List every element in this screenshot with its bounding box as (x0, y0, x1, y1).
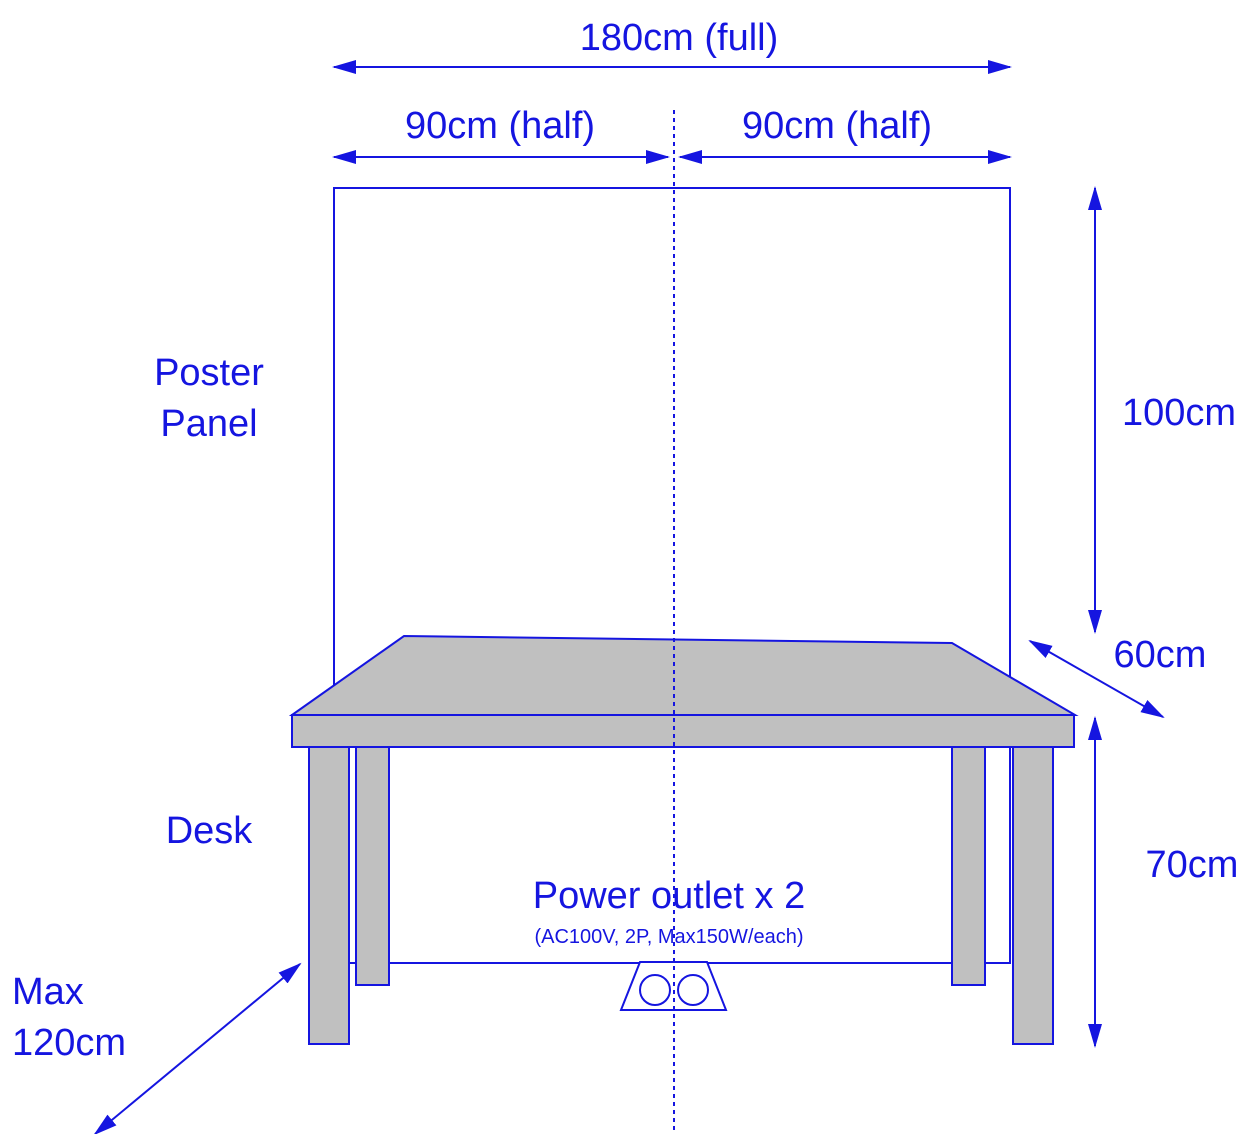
desk-front-leg-left (308, 746, 350, 1045)
full-width-label: 180cm (full) (580, 17, 779, 59)
desk-height-label: 70cm (1146, 844, 1239, 886)
desk-front-leg-right (1012, 746, 1054, 1045)
desk-back-leg-right (951, 746, 986, 986)
power-spec-label: (AC100V, 2P, Max150W/each) (534, 926, 803, 948)
desk-label: Desk (166, 810, 254, 852)
half-right-label: 90cm (half) (742, 105, 932, 147)
poster-panel (333, 187, 1011, 964)
desk-depth-label: 60cm (1114, 634, 1207, 676)
max-depth-arrow (93, 962, 302, 1134)
desk-top-surface (288, 634, 1079, 716)
half-left-label: 90cm (half) (405, 105, 595, 147)
desk-back-leg-left (355, 746, 390, 986)
desk-depth-arrow (1028, 640, 1165, 718)
desk-top-edge (291, 714, 1075, 748)
max-depth-label-line1: Max (12, 971, 84, 1013)
panel-height-label: 100cm (1122, 392, 1236, 434)
poster-panel-label-line2: Panel (160, 403, 257, 445)
power-outlet-label: Power outlet x 2 (533, 875, 805, 917)
max-depth-label-line2: 120cm (12, 1022, 126, 1064)
power-outlet-socket-right (677, 974, 709, 1006)
poster-panel-label-line1: Poster (154, 352, 264, 394)
power-outlet-socket-left (639, 974, 671, 1006)
